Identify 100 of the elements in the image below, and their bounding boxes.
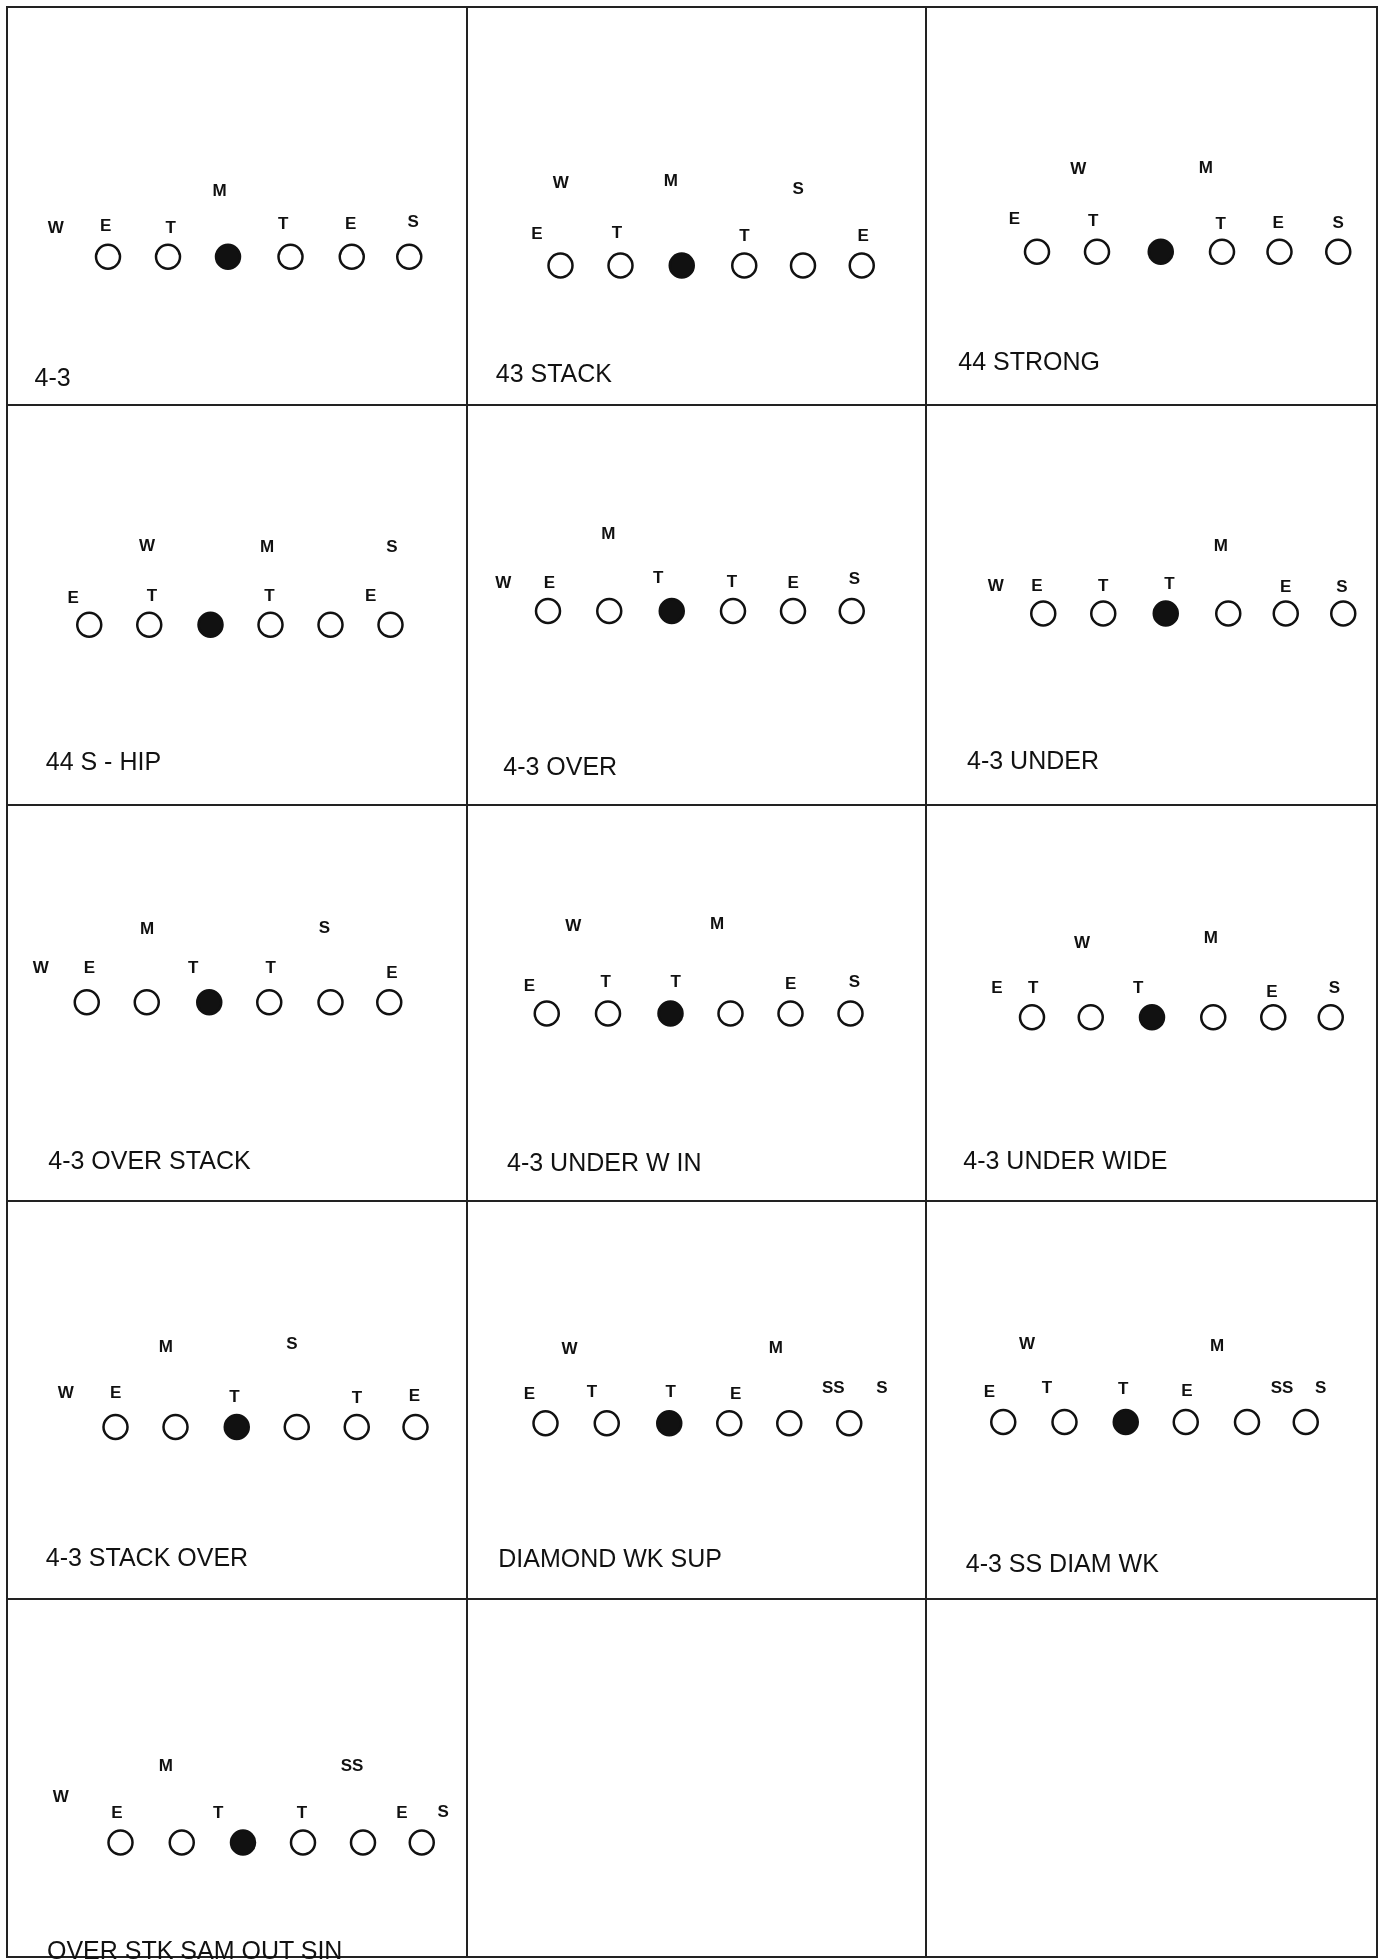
position-letter: T [146,586,158,603]
position-letter: E [1181,1381,1193,1398]
formation-name: 4-3 UNDER [967,747,1099,772]
formation-panel [925,6,1379,406]
position-letter: M [663,171,678,188]
position-letter: E [408,1386,421,1403]
formation-name: 4-3 STACK OVER [45,1544,249,1570]
position-letter: M [158,1756,173,1773]
position-letter: M [139,919,155,937]
position-letter: T [739,226,750,243]
position-letter: W [139,536,155,553]
position-letter: SS [340,1756,364,1773]
position-letter: M [212,181,227,198]
position-letter: W [32,958,49,976]
position-letter: E [100,216,112,233]
position-letter: E [787,573,799,591]
formation-name: 4-3 UNDER W IN [507,1149,702,1175]
position-letter: E [83,958,96,976]
position-letter: W [1019,1334,1035,1352]
position-letter: E [730,1384,742,1402]
position-letter: W [565,916,582,933]
position-letter: S [876,1378,888,1396]
position-letter: T [296,1803,308,1821]
position-letter: W [561,1339,578,1357]
position-letter: T [665,1382,676,1400]
position-letter: T [265,958,276,976]
position-letter: E [983,1382,996,1400]
position-letter: E [991,978,1003,996]
position-letter: T [1133,978,1144,996]
formation-panel [6,1597,469,1958]
formation-name: 4-3 OVER STACK [48,1147,251,1172]
position-letter: E [345,214,357,232]
position-letter: S [437,1802,449,1820]
position-letter: E [111,1803,123,1821]
position-letter: W [57,1383,74,1401]
position-letter: W [552,173,569,191]
position-letter: T [351,1388,363,1406]
position-letter: T [586,1382,598,1400]
position-letter: S [1328,978,1341,996]
position-letter: E [785,974,797,992]
position-letter: T [611,223,623,241]
position-letter: SS [821,1378,845,1396]
position-letter: S [386,537,398,555]
position-letter: S [848,569,861,587]
position-letter: E [1280,577,1292,595]
position-letter: E [857,226,869,243]
position-letter: T [165,218,176,236]
position-letter: T [600,972,611,990]
position-letter: M [709,914,725,932]
position-letter: E [396,1803,408,1821]
position-letter: S [1315,1378,1327,1396]
position-letter: E [386,963,398,981]
position-letter: S [1332,213,1344,231]
position-letter: E [1272,213,1284,231]
formation-panel [6,6,469,406]
position-letter: S [286,1334,298,1352]
formation-name: OVER STK SAM OUT SIN [47,1937,343,1960]
position-letter: M [259,537,275,555]
position-letter: E [531,224,543,242]
position-letter: T [213,1803,224,1821]
position-letter: W [47,218,64,236]
position-letter: M [1209,1336,1225,1353]
formation-name: DIAMOND WK SUP [498,1545,722,1571]
position-letter: T [1215,214,1226,232]
position-letter: M [158,1337,173,1355]
position-letter: E [1008,209,1021,227]
position-letter: W [1070,159,1087,177]
position-letter: S [1336,577,1348,595]
position-letter: S [848,972,861,990]
position-letter: E [543,573,556,591]
position-letter: T [670,972,681,990]
position-letter: T [1041,1378,1053,1396]
position-letter: T [264,586,275,603]
position-letter: T [653,568,664,586]
position-letter: E [67,588,79,606]
position-letter: T [1098,576,1109,593]
position-letter: S [407,212,419,230]
position-letter: S [792,179,804,197]
position-letter: M [1203,928,1218,946]
position-letter: T [1028,978,1039,996]
position-letter: W [52,1787,69,1805]
position-letter: SS [1270,1378,1294,1396]
formation-name: 4-3 [34,364,71,390]
position-letter: T [229,1387,240,1405]
position-letter: T [1088,211,1099,228]
position-letter: E [365,586,377,603]
position-letter: E [1031,576,1043,593]
position-letter: M [1213,536,1228,553]
position-letter: E [1266,982,1278,1000]
position-letter: S [318,918,331,936]
position-letter: T [1164,574,1175,592]
position-letter: W [495,573,512,591]
formation-name: 43 STACK [495,360,612,386]
position-letter: W [1074,933,1090,951]
formation-name: 4-3 OVER [503,753,618,779]
position-letter: T [278,214,289,232]
formation-panel [925,1597,1379,1958]
position-letter: W [987,576,1004,593]
formation-name: 4-3 UNDER WIDE [963,1147,1168,1172]
position-letter: T [1118,1379,1129,1397]
